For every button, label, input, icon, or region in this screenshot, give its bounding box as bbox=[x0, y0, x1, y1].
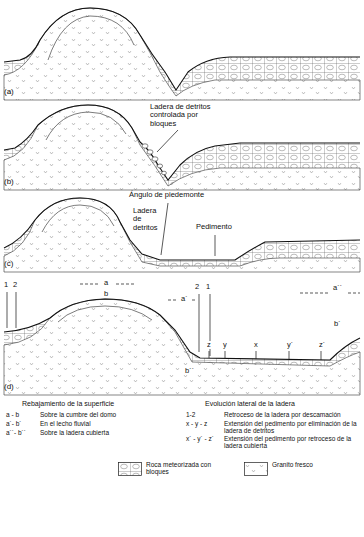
label-text: x´ - y´ - z´ bbox=[186, 435, 214, 442]
label-text: a´- b´ bbox=[6, 420, 22, 427]
label-text: (b) bbox=[4, 178, 14, 187]
label-text: En el lecho fluvial bbox=[40, 420, 91, 427]
label-text: y bbox=[222, 341, 228, 349]
panel-c bbox=[4, 198, 360, 272]
label-text: b´ bbox=[333, 320, 342, 328]
label-text: Retroceso de la ladera por descamación bbox=[224, 411, 360, 418]
label-text: Extensión del pedimento por retroceso de… bbox=[224, 435, 360, 449]
label-text: Sobre la ladera cubierta bbox=[40, 429, 109, 436]
panel-d bbox=[4, 284, 360, 395]
label-text: a´´- b´´ bbox=[6, 429, 26, 436]
label-text: y´ bbox=[286, 341, 294, 349]
label-text: Ladera de detritos controlada por bloque… bbox=[150, 103, 222, 128]
label-text: Pedimento bbox=[196, 223, 232, 231]
label-text: b´´ bbox=[184, 367, 195, 375]
label-text: (d) bbox=[4, 383, 14, 392]
label-text: Ladera de detritos bbox=[133, 207, 159, 232]
label-text: (c) bbox=[4, 260, 13, 269]
label-text: x - y - z bbox=[186, 420, 207, 427]
legend-swatch bbox=[244, 462, 268, 476]
label-text: a´´ bbox=[333, 284, 342, 292]
legend-text: Roca meteorizada con bloques bbox=[146, 461, 224, 475]
label-text: 1 bbox=[4, 281, 8, 289]
legend-text: Granito fresco bbox=[272, 461, 350, 468]
label-text: a´ bbox=[180, 295, 189, 303]
label-text: a bbox=[104, 279, 108, 287]
label-text: Evolución lateral de la ladera bbox=[205, 400, 295, 408]
label-text: a - b bbox=[6, 411, 19, 418]
label-text: Ángulo de piedemonte bbox=[128, 191, 205, 199]
label-text: 2 bbox=[195, 283, 199, 291]
label-text: Rebajamiento de la superficie bbox=[22, 400, 114, 408]
legend-swatch bbox=[118, 462, 142, 476]
label-text: (a) bbox=[4, 88, 14, 97]
label-text: b bbox=[104, 290, 108, 298]
label-text: x bbox=[253, 341, 259, 349]
label-text: z´ bbox=[318, 341, 326, 349]
label-text: z bbox=[206, 341, 212, 349]
label-text: Extensión del pedimento por eliminación … bbox=[224, 420, 360, 434]
label-text: Sobre la cumbre del domo bbox=[40, 411, 116, 418]
panel-a bbox=[4, 8, 360, 100]
label-text: 1-2 bbox=[186, 411, 195, 418]
label-text: 2 bbox=[13, 281, 17, 289]
label-text: 1 bbox=[206, 283, 210, 291]
